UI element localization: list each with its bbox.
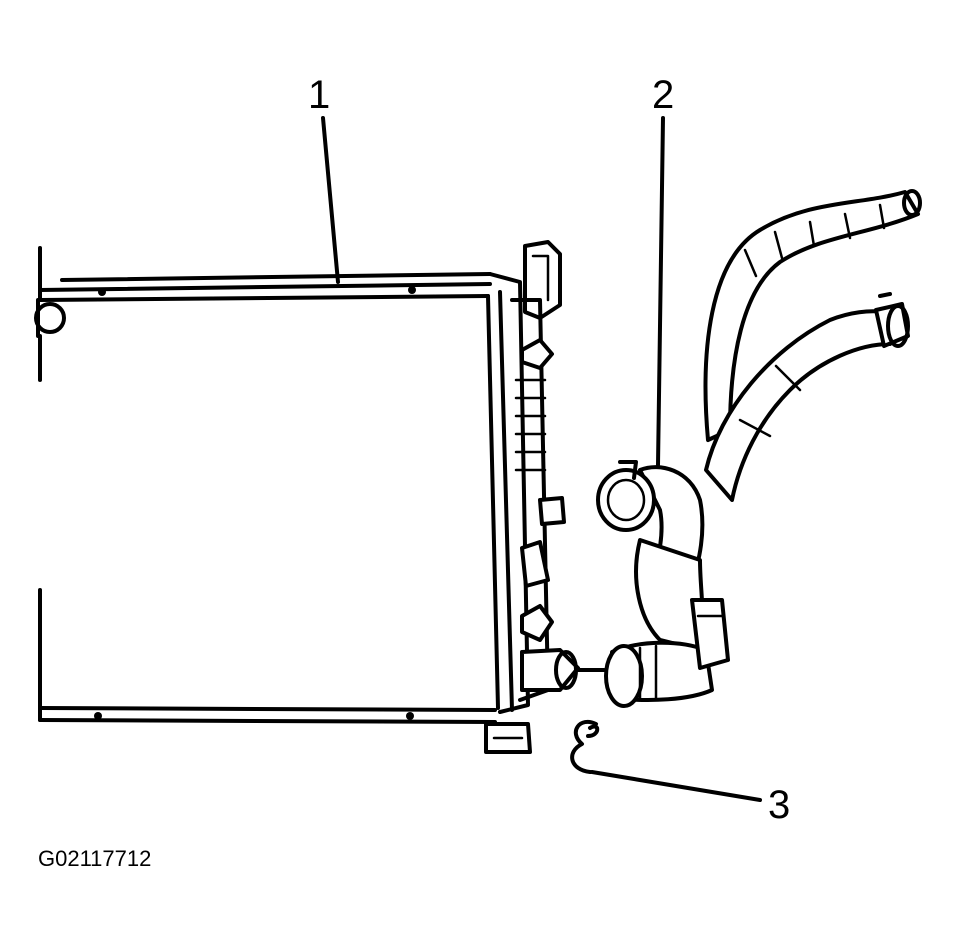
callout-1-label: 1 xyxy=(308,73,330,117)
hose-clamp xyxy=(570,720,600,774)
radiator xyxy=(34,240,606,754)
leader-lines xyxy=(321,116,762,802)
callout-3-label: 3 xyxy=(768,783,790,827)
callout-2-label: 2 xyxy=(652,73,674,117)
hose-assembly xyxy=(596,189,922,708)
figure-id: G02117712 xyxy=(38,846,151,871)
